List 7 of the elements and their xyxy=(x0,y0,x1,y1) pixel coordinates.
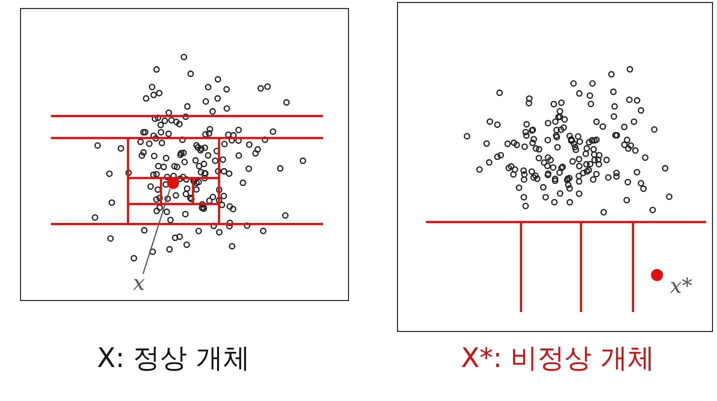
point-label: x xyxy=(133,273,145,294)
caption: X: 정상 개체 xyxy=(97,342,250,376)
caption: X*: 비정상 개체 xyxy=(461,342,654,376)
point-marker xyxy=(167,177,179,189)
leader-line xyxy=(142,188,171,274)
point-marker xyxy=(651,269,663,281)
point-label: x* xyxy=(670,276,692,297)
